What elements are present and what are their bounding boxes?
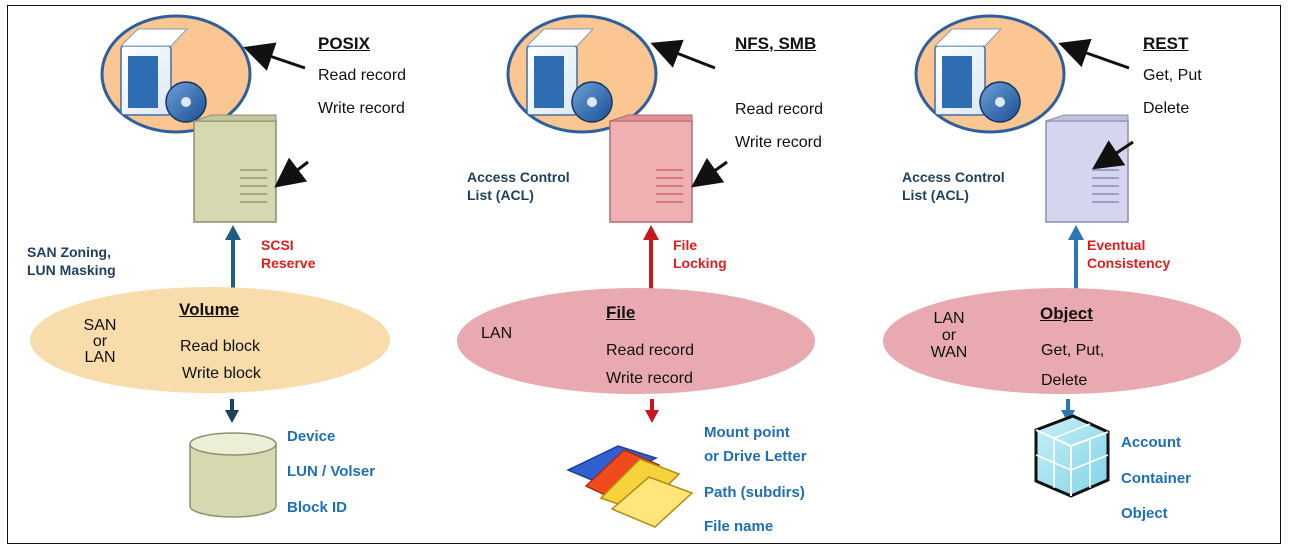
unit-op-write: Write record bbox=[606, 370, 693, 387]
security-line-2: LUN Masking bbox=[27, 262, 116, 278]
app-op-write: Write record bbox=[735, 134, 822, 151]
address-path: Path (subdirs) bbox=[704, 484, 805, 501]
server-pointer-arrow bbox=[1092, 140, 1134, 170]
security-line-1: SAN Zoning, bbox=[27, 244, 111, 260]
network-line-3: WAN bbox=[930, 344, 968, 361]
volume-network-ellipse bbox=[30, 287, 390, 393]
coordination-line-1: Eventual bbox=[1087, 237, 1146, 253]
unit-op-read: Read record bbox=[606, 342, 695, 359]
network-line-1: SAN bbox=[83, 317, 117, 334]
address-container: Container bbox=[1121, 470, 1192, 487]
disk-cylinder-icon bbox=[189, 432, 277, 518]
server-tower-icon bbox=[1045, 114, 1129, 223]
acl-line-2: List (ACL) bbox=[467, 187, 534, 203]
coordination-line-2: Consistency bbox=[1087, 255, 1171, 271]
protocol-pointer-arrow bbox=[1058, 38, 1130, 70]
coordination-line-1: SCSI bbox=[261, 237, 294, 253]
unit-op-delete: Delete bbox=[1041, 372, 1088, 389]
network-line-3: LAN bbox=[84, 349, 116, 366]
address-object: Object bbox=[1121, 505, 1168, 522]
software-box-cd-icon bbox=[914, 14, 1066, 134]
file-network-ellipse bbox=[457, 288, 815, 394]
unit-op-get-put: Get, Put, bbox=[1041, 342, 1105, 359]
software-box-cd-icon bbox=[506, 14, 658, 134]
address-block-id: Block ID bbox=[287, 499, 348, 516]
coordination-line-1: File bbox=[673, 237, 698, 253]
file-panel bbox=[457, 14, 815, 528]
network-line-1: LAN bbox=[933, 310, 965, 327]
object-network-ellipse bbox=[883, 288, 1241, 394]
unit-volume: Volume bbox=[179, 300, 240, 319]
server-tower-icon bbox=[193, 114, 277, 223]
unit-op-read: Read block bbox=[180, 338, 261, 355]
address-device: Device bbox=[287, 428, 336, 445]
volume-down-arrow bbox=[225, 399, 239, 423]
volume-up-arrow bbox=[225, 225, 241, 292]
network-line-2: or bbox=[941, 327, 957, 344]
protocol-pointer-arrow bbox=[243, 42, 306, 71]
app-op-read: Read record bbox=[318, 67, 407, 84]
acl-line-2: List (ACL) bbox=[902, 187, 969, 203]
app-op-get-put: Get, Put bbox=[1143, 67, 1202, 84]
coordination-line-2: Reserve bbox=[261, 255, 316, 271]
app-op-delete: Delete bbox=[1143, 100, 1190, 117]
protocol-pointer-arrow bbox=[650, 39, 716, 70]
software-box-cd-icon bbox=[100, 14, 252, 134]
object-up-arrow bbox=[1068, 225, 1084, 292]
object-cube-icon bbox=[1034, 414, 1110, 498]
address-drive-letter: or Drive Letter bbox=[704, 448, 807, 465]
protocol-rest: REST bbox=[1143, 34, 1189, 53]
unit-op-write: Write block bbox=[182, 365, 261, 382]
address-mount-point: Mount point bbox=[704, 424, 790, 441]
server-pointer-arrow bbox=[691, 157, 728, 188]
volume-panel bbox=[30, 14, 390, 518]
coordination-line-2: Locking bbox=[673, 255, 727, 271]
app-op-write: Write record bbox=[318, 100, 405, 117]
server-tower-icon bbox=[609, 114, 693, 223]
protocol-nfs-smb: NFS, SMB bbox=[735, 34, 817, 53]
address-lun-volser: LUN / Volser bbox=[287, 463, 376, 480]
protocol-posix: POSIX bbox=[318, 34, 370, 53]
app-op-read: Read record bbox=[735, 101, 824, 118]
folders-icon bbox=[566, 445, 694, 528]
network-lan: LAN bbox=[481, 325, 513, 342]
object-panel bbox=[883, 14, 1241, 498]
acl-line-1: Access Control bbox=[902, 169, 1005, 185]
unit-file: File bbox=[606, 303, 636, 322]
acl-line-1: Access Control bbox=[467, 169, 570, 185]
file-up-arrow bbox=[643, 225, 659, 292]
unit-object: Object bbox=[1040, 304, 1093, 323]
file-down-arrow bbox=[645, 399, 659, 423]
server-pointer-arrow bbox=[274, 157, 309, 188]
network-line-2: or bbox=[92, 333, 108, 350]
address-file-name: File name bbox=[704, 518, 774, 535]
address-account: Account bbox=[1121, 434, 1181, 451]
